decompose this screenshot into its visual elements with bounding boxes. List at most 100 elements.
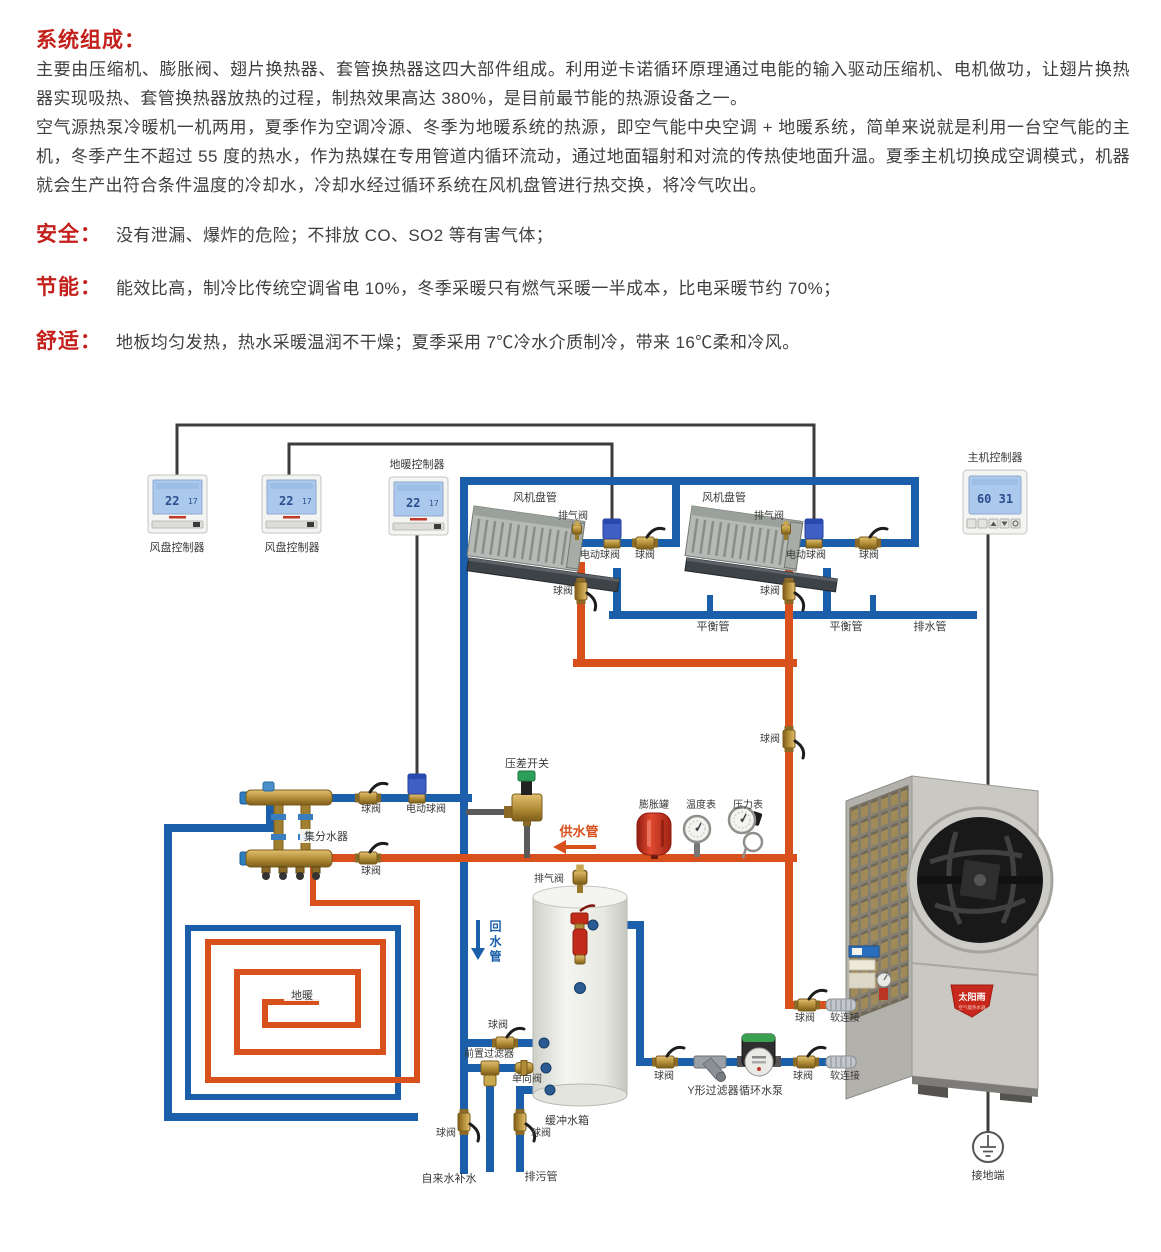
label-balance-pipe: 平衡管 — [830, 619, 863, 633]
section-title: 系统组成： — [36, 29, 146, 52]
intro-paragraphs: 主要由压缩机、膨胀阀、翅片换热器、套管换热器这四大部件组成。利用逆卡诺循环原理通… — [36, 55, 1130, 200]
buffer-tank — [532, 863, 628, 1107]
tank-red-valve — [570, 904, 596, 965]
label-motor-valve: 电动球阀 — [580, 548, 620, 561]
main-controller-button — [966, 518, 977, 529]
side-stickers — [848, 945, 892, 1000]
flex-connector-1 — [825, 998, 857, 1012]
label-ball-valve: 球阀 — [760, 732, 780, 745]
diff-pressure-switch — [504, 770, 543, 826]
label-ball-valve: 球阀 — [553, 584, 573, 597]
wire-fan-controller-1 — [175, 423, 816, 521]
label-ball-valve: 球阀 — [488, 1018, 508, 1031]
supply-flow-arrow — [553, 840, 596, 854]
ground-icon — [980, 1135, 996, 1157]
expansion-tank — [636, 812, 672, 859]
motor-valve-manifold — [407, 773, 427, 804]
fan-coil-thermostat-2 — [261, 474, 322, 534]
ground-terminal — [972, 1131, 1004, 1163]
feature-comfort-text: 地板均匀发热，热水采暖温润不干燥；夏季采用 7℃冷水介质制冷，带来 16℃柔和冷… — [116, 333, 800, 352]
return-pipe-label: 回水管 — [488, 920, 502, 965]
label-temperature-gauge: 温度表 — [686, 798, 716, 811]
flex-connector-2 — [825, 1055, 857, 1069]
label-ball-valve: 球阀 — [361, 802, 381, 815]
up-arrow-icon — [990, 521, 997, 526]
label-flex-connector: 软连接 — [830, 1069, 860, 1082]
power-icon — [1012, 520, 1019, 527]
feature-safety: 安全： 没有泄漏、爆炸的危险；不排放 CO、SO2 等有害气体； — [36, 218, 553, 248]
floor-loop-return — [185, 925, 401, 1100]
label-blowdown-pipe: 排污管 — [525, 1169, 558, 1183]
fan — [906, 806, 1054, 954]
label-fan-thermostat-2: 风盘控制器 — [265, 540, 320, 554]
feature-energy-text: 能效比高，制冷比传统空调省电 10%，冬季采暖只有燃气采暖一半成本，比电采暖节约… — [116, 279, 841, 298]
label-buffer-tank: 缓冲水箱 — [545, 1113, 589, 1127]
temperature-gauge — [682, 814, 712, 857]
brand-tagline: 空气能热水器 — [959, 1004, 986, 1011]
power-button — [1010, 518, 1021, 529]
label-drain-pipe: 排水管 — [914, 619, 947, 633]
label-vent-valve: 排气阀 — [558, 509, 588, 522]
pressure-gauge — [727, 805, 764, 859]
label-expansion-tank: 膨胀罐 — [639, 798, 669, 811]
label-main-controller: 主机控制器 — [968, 450, 1023, 464]
main-controller: 60 31 — [962, 469, 1028, 535]
floor-heating-thermostat — [388, 476, 449, 536]
motor-valve-1 — [602, 518, 622, 549]
label-ball-valve: 球阀 — [654, 1069, 674, 1082]
feature-safety-text: 没有泄漏、爆炸的危险；不排放 CO、SO2 等有害气体； — [116, 226, 554, 245]
label-motor-valve: 电动球阀 — [786, 548, 826, 561]
label-y-filter: Y形过滤器 — [687, 1084, 738, 1097]
label-ball-valve: 球阀 — [361, 864, 381, 877]
label-circulation-pump: 循环水泵 — [739, 1084, 783, 1097]
label-check-valve: 单向阀 — [512, 1072, 542, 1085]
label-fan-coil-2: 风机盘管 — [702, 490, 746, 504]
feature-energy-label: 节能： — [36, 276, 102, 299]
label-manifold: 集分水器 — [304, 829, 348, 843]
label-diff-pressure-switch: 压差开关 — [505, 756, 549, 770]
return-flow-arrow — [471, 920, 485, 960]
label-ball-valve: 球阀 — [436, 1126, 456, 1139]
feature-comfort-label: 舒适： — [36, 330, 102, 353]
label-ball-valve: 球阀 — [635, 548, 655, 561]
label-ball-valve: 球阀 — [760, 584, 780, 597]
label-fan-coil-1: 风机盘管 — [513, 490, 557, 504]
heat-pump-unit: 太阳雨 空气能热水器 — [845, 775, 1054, 1103]
fan-coil-thermostat-1 — [147, 474, 208, 534]
manifold — [239, 781, 333, 880]
label-vent-valve: 排气阀 — [534, 872, 564, 885]
paragraph-1: 主要由压缩机、膨胀阀、翅片换热器、套管换热器这四大部件组成。利用逆卡诺循环原理通… — [36, 60, 1130, 108]
label-pressure-gauge: 压力表 — [733, 798, 763, 811]
circulation-pump — [737, 1033, 781, 1077]
label-ball-valve: 球阀 — [531, 1126, 551, 1139]
label-vent-valve: 排气阀 — [754, 509, 784, 522]
label-ball-valve: 球阀 — [859, 548, 879, 561]
label-fan-thermostat-1: 风盘控制器 — [150, 540, 205, 554]
label-tap-water: 自来水补水 — [422, 1172, 477, 1185]
floor-loop-supply — [205, 863, 420, 1083]
down-arrow-icon — [1001, 521, 1008, 526]
brand-badge: 太阳雨 空气能热水器 — [950, 984, 994, 1018]
label-ball-valve: 球阀 — [793, 1069, 813, 1082]
main-controller-button — [977, 518, 988, 529]
check-valve — [514, 1060, 534, 1076]
label-floor-thermostat: 地暖控制器 — [390, 457, 445, 471]
label-ball-valve: 球阀 — [795, 1011, 815, 1024]
brand-name: 太阳雨 — [957, 991, 985, 1002]
label-floor-heating: 地暖 — [291, 989, 313, 1002]
pre-filter — [480, 1060, 500, 1087]
feature-comfort: 舒适： 地板均匀发热，热水采暖温润不干燥；夏季采用 7℃冷水介质制冷，带来 16… — [36, 325, 800, 355]
paragraph-2: 空气源热泵冷暖机一机两用，夏季作为空调冷源、冬季为地暖系统的热源，即空气能中央空… — [36, 118, 1130, 195]
feature-safety-label: 安全： — [36, 223, 102, 246]
label-supply-pipe: 供水管 — [558, 824, 598, 839]
label-ground-terminal: 接地端 — [972, 1169, 1005, 1182]
feature-energy: 节能： 能效比高，制冷比传统空调省电 10%，冬季采暖只有燃气采暖一半成本，比电… — [36, 271, 841, 301]
label-balance-pipe: 平衡管 — [697, 619, 730, 633]
label-pre-filter: 前置过滤器 — [464, 1047, 514, 1060]
label-flex-connector: 软连接 — [830, 1011, 860, 1024]
label-motor-valve: 电动球阀 — [406, 802, 446, 815]
fan-coil-unit-1 — [463, 504, 628, 594]
y-filter — [693, 1055, 727, 1082]
